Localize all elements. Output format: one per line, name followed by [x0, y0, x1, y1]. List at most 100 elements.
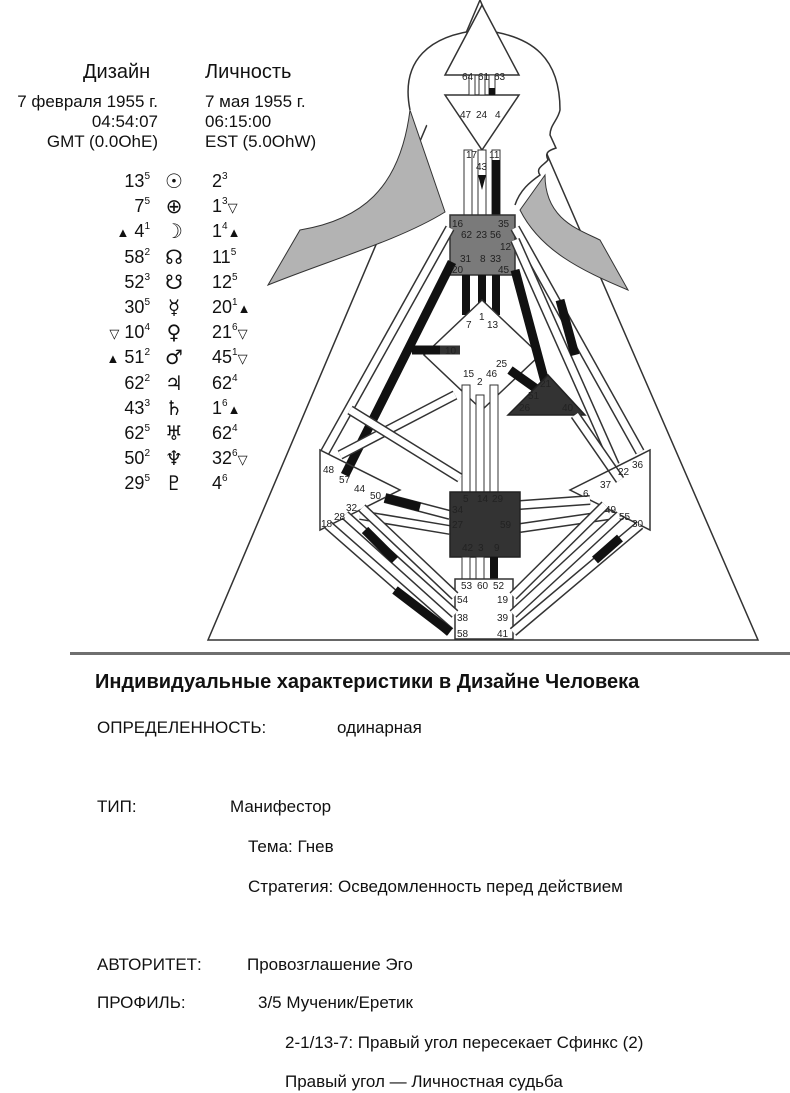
- type-label: ТИП:: [97, 797, 137, 816]
- design-activation: 75: [134, 196, 150, 217]
- design-gate: 52: [124, 271, 145, 292]
- section-divider: [70, 652, 790, 655]
- gate-label: 32: [346, 503, 358, 514]
- gate-label: 33: [490, 254, 502, 265]
- pluto-icon: ♇: [165, 471, 183, 496]
- gate-label: 17: [466, 150, 478, 161]
- root-center: [454, 578, 514, 640]
- gate-label: 36: [632, 460, 644, 471]
- gate-label: 20: [452, 265, 464, 276]
- personality-gate: 62: [212, 423, 233, 443]
- design-line: 5: [144, 423, 150, 434]
- design-gate: 29: [124, 473, 145, 494]
- personality-gate: 62: [212, 372, 233, 393]
- gate-label: 35: [498, 219, 510, 230]
- gate-label: 55: [619, 512, 631, 523]
- exalted-marker-icon: ▲: [116, 225, 130, 241]
- gate-label: 56: [490, 230, 502, 241]
- personality-activation: 14▲: [212, 221, 240, 242]
- section-title: Индивидуальные характеристики в Дизайне …: [95, 671, 640, 693]
- planet-row: ▲ 512♂451▽: [0, 345, 300, 372]
- gate-label: 64: [462, 72, 474, 83]
- gate-label: 13: [487, 320, 499, 331]
- gate-label: 61: [478, 72, 490, 83]
- authority-value: Провозглашение Эго: [247, 955, 413, 974]
- gate-label: 54: [457, 595, 469, 606]
- gate-label: 11: [489, 150, 500, 161]
- personality-activation: 326▽: [212, 448, 248, 469]
- personality-gate: 4: [212, 473, 223, 494]
- detriment-marker-icon: ▽: [237, 326, 248, 342]
- design-line: 4: [144, 322, 150, 334]
- planet-row: ▲ 41☽14▲: [0, 219, 300, 246]
- personality-line: 5: [232, 271, 238, 283]
- gate-label: 50: [370, 491, 382, 502]
- design-gate: 43: [124, 397, 145, 418]
- gate-label: 18: [321, 519, 333, 530]
- mercury-icon: ☿: [167, 295, 181, 319]
- head-gates: 64 61 63: [462, 72, 506, 83]
- sacral-gates: 5 14 29 34 27 59 42 3 9: [452, 494, 512, 554]
- sacral-center: [449, 491, 521, 558]
- planet-row: 523☋125: [0, 270, 300, 297]
- gate-label: 62: [461, 230, 473, 241]
- personality-activation: 23: [212, 171, 228, 192]
- ego-gates: 21 51 26 40: [519, 379, 574, 414]
- gate-label: 28: [334, 512, 346, 523]
- planet-row: 622♃624: [0, 371, 300, 398]
- gate-label: 26: [519, 403, 531, 414]
- gate-label: 2: [477, 377, 483, 388]
- design-activation: ▲ 41: [117, 221, 150, 242]
- g-gates: 7 1 13 10 15 2 46 25: [445, 312, 508, 388]
- personality-info: 7 мая 1955 г. 06:15:00 EST (5.0OhW): [205, 92, 316, 152]
- personality-line: 5: [230, 246, 237, 258]
- gate-label: 9: [494, 543, 500, 554]
- design-activation: 582: [124, 247, 150, 268]
- gate-label: 58: [457, 629, 469, 640]
- design-line: 5: [144, 171, 150, 182]
- planet-row: ▽ 104♀216▽: [0, 320, 300, 347]
- venus-icon: ♀: [166, 320, 182, 345]
- gate-label: 16: [452, 219, 464, 230]
- type-theme: Тема: Гнев: [248, 837, 334, 856]
- design-activation: 305: [124, 297, 150, 318]
- personality-line: 6: [222, 397, 228, 409]
- uranus-icon: ♅: [165, 421, 183, 445]
- spleen-gates: 48 57 44 50 32 28 18: [321, 465, 382, 530]
- design-line: 5: [144, 473, 150, 485]
- gate-label: 39: [497, 613, 509, 624]
- root-gates: 53 60 52 54 19 38 39 58 41: [457, 581, 509, 640]
- gate-label: 42: [462, 543, 474, 554]
- gate-label: 3: [478, 543, 484, 554]
- design-activation: ▽ 104: [109, 322, 150, 343]
- definition-label: ОПРЕДЕЛЕННОСТЬ:: [97, 718, 267, 737]
- personality-gate: 2: [212, 171, 223, 191]
- gate-label: 34: [452, 505, 464, 516]
- personality-line: 6: [232, 448, 238, 460]
- gate-label: 14: [477, 494, 489, 505]
- type-value: Манифестор: [230, 797, 332, 816]
- gate-label: 31: [460, 254, 472, 265]
- personality-line: 1: [232, 297, 238, 308]
- design-gate: 10: [124, 322, 145, 343]
- design-date: 7 февраля 1955 г.: [17, 92, 158, 111]
- earth-icon: ⊕: [165, 194, 183, 219]
- design-line: 3: [144, 271, 150, 283]
- neptune-icon: ♆: [165, 446, 183, 471]
- gate-label: 43: [476, 162, 488, 173]
- profile-value: 3/5 Мученик/Еретик: [258, 993, 413, 1012]
- gate-label: 24: [476, 110, 488, 121]
- personality-line: 1: [232, 347, 238, 359]
- gate-label: 27: [452, 520, 464, 531]
- design-activation: 295: [124, 473, 150, 494]
- solar-gates: 37 6 22 36 49 55 30: [583, 460, 644, 530]
- gate-label: 38: [457, 613, 469, 624]
- gate-label: 37: [600, 480, 612, 491]
- gate-label: 59: [500, 520, 512, 531]
- design-gate: 51: [124, 347, 145, 368]
- personality-header: Личность: [205, 61, 292, 83]
- detriment-marker-icon: ▽: [227, 200, 238, 216]
- design-activation: 523: [124, 272, 150, 293]
- design-activation: 502: [124, 448, 150, 469]
- personality-gate: 32: [212, 448, 233, 469]
